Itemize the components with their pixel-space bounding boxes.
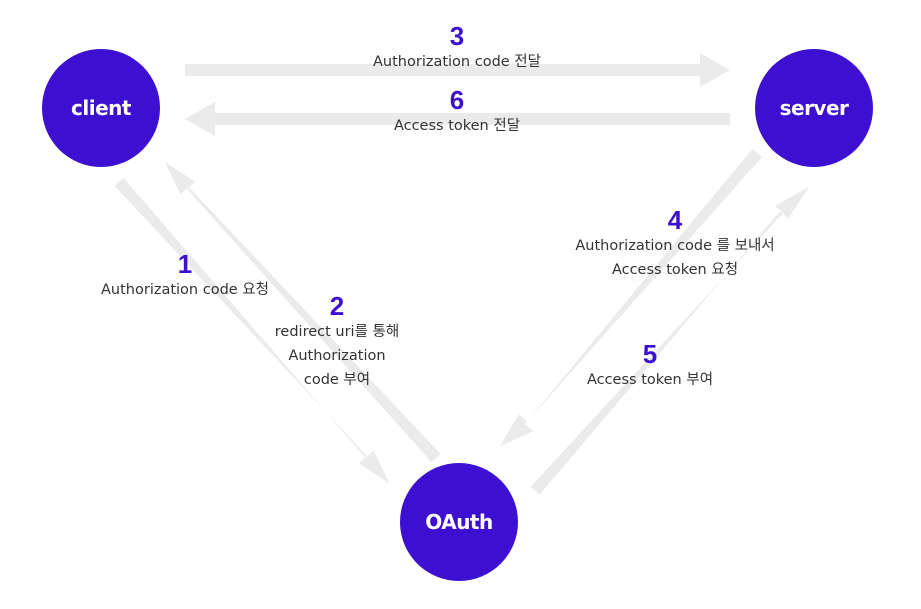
step-2-text-line-2: Authorization <box>288 348 386 364</box>
step-6-text: Access token 전달 <box>393 118 521 134</box>
step-6-label: 6 Access token 전달 <box>357 86 557 138</box>
server-node-label: server <box>779 96 849 120</box>
step-2-text-line-3: code 부여 <box>303 372 371 388</box>
step-3-text: Authorization code 전달 <box>373 54 541 70</box>
oauth-node: OAuth <box>400 463 518 581</box>
step-1-text: Authorization code 요청 <box>101 282 269 298</box>
step-4-number: 4 <box>667 205 683 235</box>
client-node: client <box>42 49 160 167</box>
step-5-text: Access token 부여 <box>586 372 714 388</box>
step-5-label: 5 Access token 부여 <box>565 340 735 392</box>
step-5-number: 5 <box>642 339 658 369</box>
step-2-text-line-1: redirect uri를 통해 <box>274 324 400 340</box>
arrow-6-server-to-client <box>185 102 730 136</box>
step-4-text-line-1: Authorization code 를 보내서 <box>575 238 775 254</box>
step-1-label: 1 Authorization code 요청 <box>85 250 285 302</box>
arrow-5-oauth-to-server <box>530 187 809 495</box>
step-2-number: 2 <box>329 291 345 321</box>
server-node: server <box>755 49 873 167</box>
step-3-label: 3 Authorization code 전달 <box>357 22 557 74</box>
arrow-3-client-to-server <box>185 53 730 87</box>
step-6-number: 6 <box>449 85 465 115</box>
step-1-number: 1 <box>177 249 193 279</box>
client-node-label: client <box>71 96 131 120</box>
step-4-text-line-2: Access token 요청 <box>611 262 739 278</box>
arrow-1-client-to-oauth <box>114 177 389 484</box>
oauth-node-label: OAuth <box>425 510 493 534</box>
step-2-label: 2 redirect uri를 통해 Authorization code 부여 <box>252 292 422 392</box>
arrow-4-server-to-oauth <box>500 149 762 446</box>
step-4-label: 4 Authorization code 를 보내서 Access token … <box>555 206 795 282</box>
step-3-number: 3 <box>449 21 465 51</box>
arrow-2-oauth-to-client <box>165 162 441 463</box>
